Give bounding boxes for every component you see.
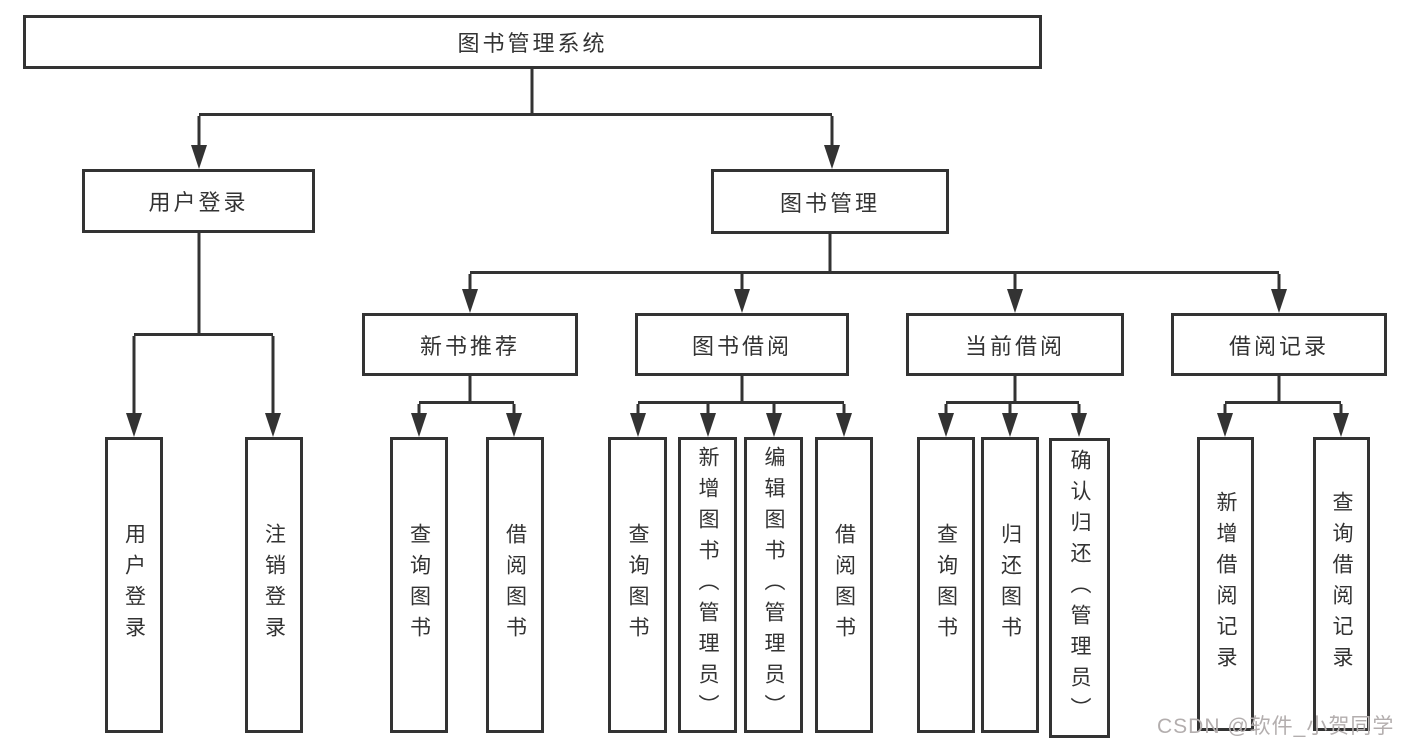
- node-book-borrowing: 图书借阅: [635, 313, 849, 376]
- csdn-watermark: CSDN @软件_小贺同学: [1157, 715, 1395, 738]
- leaf-user-login: 用户登录: [105, 437, 163, 733]
- leaf-return-books: 归还图书: [981, 437, 1039, 733]
- node-label: 图书管理: [779, 190, 880, 216]
- leaf-confirm-return-admin: 确认归还（管理员）: [1049, 438, 1110, 738]
- node-label: 用户登录: [122, 523, 146, 647]
- leaf-query-books-recommend: 查询图书: [390, 437, 448, 733]
- arrow-down-icon: [462, 289, 478, 313]
- node-label: 编辑图书（管理员）: [762, 445, 785, 725]
- node-label: 借阅记录: [1228, 333, 1329, 359]
- leaf-query-books-current: 查询图书: [917, 437, 975, 733]
- node-label: 新书推荐: [419, 333, 520, 359]
- arrow-down-icon: [1002, 413, 1018, 437]
- arrow-down-icon: [506, 413, 522, 437]
- node-label: 借阅图书: [503, 523, 527, 647]
- arrow-down-icon: [126, 413, 142, 437]
- node-new-book-recommendation: 新书推荐: [362, 313, 578, 376]
- node-label: 图书管理系统: [457, 31, 608, 56]
- leaf-add-books-admin: 新增图书（管理员）: [678, 437, 737, 733]
- arrow-down-icon: [1333, 413, 1349, 437]
- arrow-down-icon: [700, 413, 716, 437]
- node-label: 新增借阅记录: [1214, 491, 1237, 677]
- node-label: 用户登录: [148, 190, 249, 215]
- node-borrowing-records: 借阅记录: [1171, 313, 1387, 376]
- arrow-down-icon: [1217, 413, 1233, 437]
- arrow-down-icon: [630, 413, 646, 437]
- leaf-logout: 注销登录: [245, 437, 303, 733]
- node-current-borrowing: 当前借阅: [906, 313, 1124, 376]
- arrow-down-icon: [824, 145, 840, 169]
- leaf-borrow-books: 借阅图书: [815, 437, 873, 733]
- node-label: 注销登录: [262, 523, 286, 647]
- leaf-add-borrow-record: 新增借阅记录: [1197, 437, 1254, 731]
- leaf-query-books-borrow: 查询图书: [608, 437, 667, 733]
- node-label: 查询图书: [934, 523, 958, 647]
- arrow-down-icon: [1271, 289, 1287, 313]
- arrow-down-icon: [734, 289, 750, 313]
- arrow-down-icon: [265, 413, 281, 437]
- leaf-edit-books-admin: 编辑图书（管理员）: [744, 437, 803, 733]
- node-label: 借阅图书: [832, 523, 856, 647]
- node-book-management: 图书管理: [711, 169, 949, 234]
- arrow-down-icon: [836, 413, 852, 437]
- arrow-down-icon: [1007, 289, 1023, 313]
- node-label: 新增图书（管理员）: [696, 445, 719, 725]
- node-label: 查询图书: [626, 523, 649, 647]
- arrow-down-icon: [191, 145, 207, 169]
- arrow-down-icon: [938, 413, 954, 437]
- arrow-down-icon: [411, 413, 427, 437]
- node-label: 归还图书: [998, 523, 1022, 647]
- arrow-down-icon: [1071, 413, 1087, 437]
- node-label: 查询借阅记录: [1330, 491, 1353, 677]
- node-label: 图书借阅: [691, 333, 792, 359]
- node-label: 确认归还（管理员）: [1068, 448, 1091, 728]
- leaf-query-borrow-record: 查询借阅记录: [1313, 437, 1370, 731]
- node-label: 当前借阅: [964, 333, 1065, 359]
- node-label: 查询图书: [407, 523, 431, 647]
- node-user-login: 用户登录: [82, 169, 315, 233]
- node-library-management-system: 图书管理系统: [23, 15, 1042, 69]
- leaf-borrow-books-recommend: 借阅图书: [486, 437, 544, 733]
- arrow-down-icon: [766, 413, 782, 437]
